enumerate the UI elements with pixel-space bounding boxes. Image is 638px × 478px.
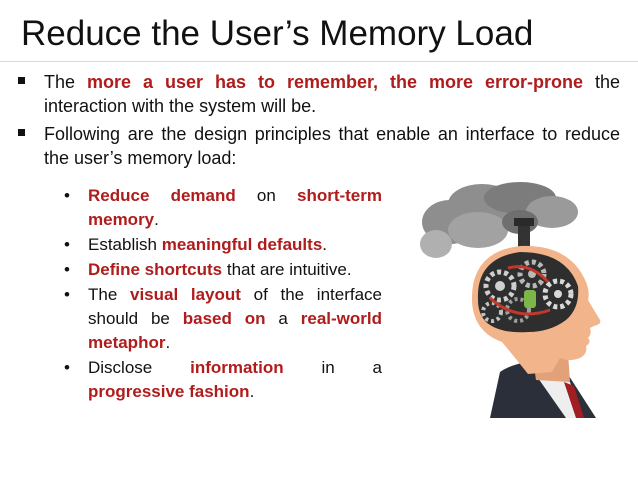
highlighted-text: based on <box>182 309 266 328</box>
body-text: the interaction with the system will be. <box>44 72 620 116</box>
slide-title: Reduce the User’s Memory Load <box>21 14 534 53</box>
body-text: Disclose <box>88 358 191 377</box>
highlighted-text: visual layout <box>129 285 241 304</box>
body-text: of the interface should be <box>88 285 382 328</box>
round-bullet-icon: • <box>64 358 70 377</box>
body-text: . <box>249 382 255 401</box>
square-bullet-icon <box>18 77 25 84</box>
round-bullet-icon: • <box>64 186 70 205</box>
main-bullet: Following are the design principles that… <box>18 122 620 170</box>
highlighted-text: Reduce demand <box>88 186 236 205</box>
smoke-cloud <box>420 182 578 258</box>
body-text: Establish <box>88 235 162 254</box>
body-text: Following are the design principles that… <box>44 124 620 168</box>
main-bullet-list: The more a user has to remember, the mor… <box>18 70 620 174</box>
round-bullet-icon: • <box>64 235 70 254</box>
round-bullet-icon: • <box>64 260 70 279</box>
body-text: in a <box>283 358 382 377</box>
highlighted-text: more a user has to remember, the more er… <box>87 72 583 92</box>
highlighted-text: progressive fashion <box>88 382 250 401</box>
highlighted-text: information <box>190 358 284 377</box>
highlighted-text: meaningful defaults <box>161 235 323 254</box>
highlighted-text: Define shortcuts <box>88 260 223 279</box>
body-text: a <box>265 309 301 328</box>
body-text: The <box>88 285 130 304</box>
body-text: . <box>322 235 328 254</box>
gears <box>481 259 574 323</box>
body-text: . <box>154 210 159 229</box>
principle-item: • Define shortcuts that are intuitive. <box>64 258 382 282</box>
highlighted-text: short-term memory <box>88 186 382 229</box>
head-with-gears-icon <box>420 182 601 418</box>
principle-item: • Establish meaningful defaults. <box>64 233 382 257</box>
principles-list: • Reduce demand on short-term memory. • Est… <box>64 184 382 405</box>
body-text: The <box>44 72 87 92</box>
round-bullet-icon: • <box>64 285 70 304</box>
body-text: on <box>235 186 297 205</box>
principle-item: • Disclose information in a <box>64 356 382 380</box>
body-text: . <box>165 333 171 352</box>
principle-item: • The visual layout of the interface shou… <box>64 283 382 355</box>
body-text: that are intuitive. <box>222 260 352 279</box>
principle-item: • Reduce demand on short-term memory. <box>64 184 382 232</box>
square-bullet-icon <box>18 129 25 136</box>
principle-item: progressive fashion. <box>64 380 382 404</box>
highlighted-text: real-world metaphor <box>88 309 383 352</box>
main-bullet: The more a user has to remember, the mor… <box>18 70 620 118</box>
title-divider <box>0 61 638 62</box>
